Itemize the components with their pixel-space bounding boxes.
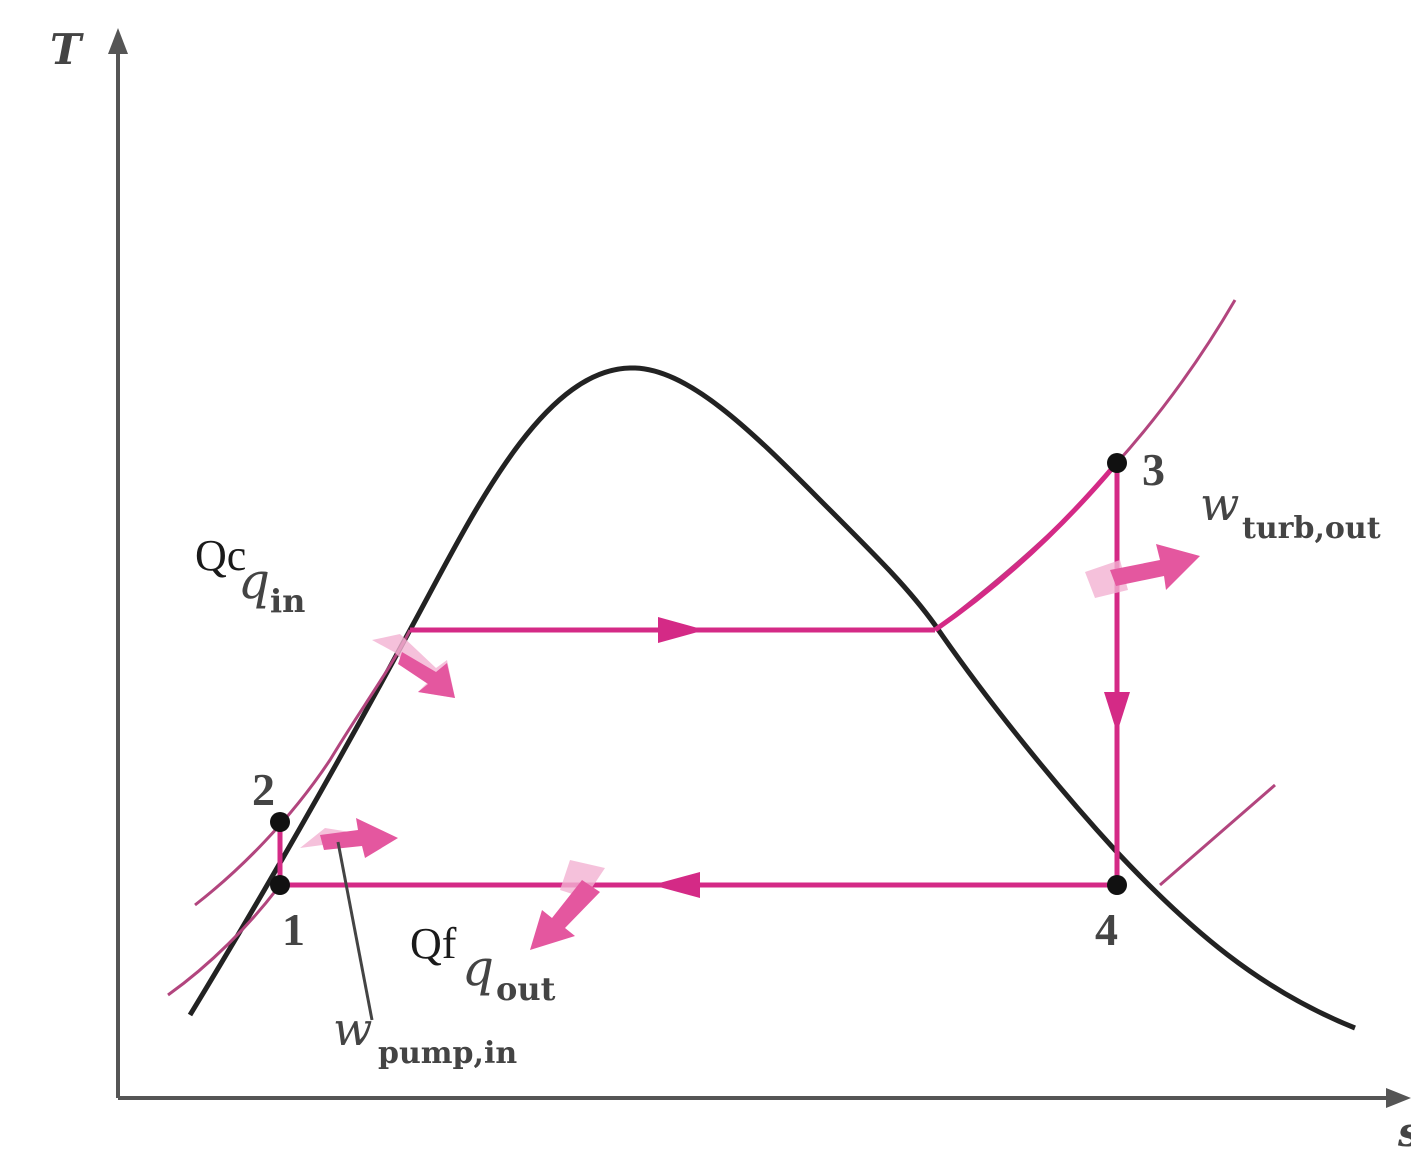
state-label-4: 4 xyxy=(1095,904,1118,955)
low-pressure-isobar-superheat xyxy=(1159,783,1276,887)
w-pump-in-label-sub: pump,in xyxy=(378,1036,517,1071)
arrow-condenser-left xyxy=(652,872,700,898)
q-in-label-sub: in xyxy=(270,582,305,620)
axes: T s xyxy=(50,25,1411,1149)
w-pump-in-label-main: w xyxy=(333,1002,372,1056)
q-out-label-sub: out xyxy=(496,970,556,1008)
cycle-direction-arrows xyxy=(652,617,1130,898)
q-in-arrow xyxy=(372,634,455,698)
arrow-turbine-down xyxy=(1104,692,1130,733)
arrow-boiling-right xyxy=(658,617,705,643)
w-turb-out-label-sub: turb,out xyxy=(1242,511,1381,546)
state-point-1 xyxy=(270,875,290,895)
rankine-cycle xyxy=(277,463,1120,888)
q-out-label-main: q xyxy=(462,939,494,997)
qf-label: Qf xyxy=(410,919,457,968)
state-label-3: 3 xyxy=(1142,444,1165,495)
state-point-4 xyxy=(1107,875,1127,895)
state-point-2 xyxy=(270,812,290,832)
high-pressure-isobar-superheat xyxy=(934,299,1237,632)
process-labels: Qc Qf q in q out w turb,out w pump,in xyxy=(195,477,1381,1071)
high-pressure-isobar-liquid xyxy=(194,629,412,907)
state-label-1: 1 xyxy=(282,904,305,955)
w-turb-out-arrow xyxy=(1085,544,1200,598)
x-axis-label: s xyxy=(1397,1109,1411,1149)
saturation-dome xyxy=(187,365,1356,1031)
w-pump-in-arrow xyxy=(300,818,398,1021)
q-out-arrow xyxy=(530,860,605,950)
y-axis-arrowhead xyxy=(108,28,128,54)
state-point-3 xyxy=(1107,453,1127,473)
w-pump-in-leader xyxy=(336,841,374,1021)
state-label-2: 2 xyxy=(252,764,275,815)
low-pressure-isobar-liquid xyxy=(167,884,282,997)
y-axis-label: T xyxy=(50,25,84,74)
x-axis-arrowhead xyxy=(1386,1088,1411,1108)
state-points xyxy=(270,453,1127,895)
flow-arrows xyxy=(300,544,1200,1021)
qc-label: Qc xyxy=(195,531,246,580)
q-in-label-main: q xyxy=(238,552,270,610)
process-superheat-to-3 xyxy=(933,463,1117,633)
state-labels: 1 2 3 4 xyxy=(252,444,1165,955)
w-turb-out-label-main: w xyxy=(1200,477,1239,531)
